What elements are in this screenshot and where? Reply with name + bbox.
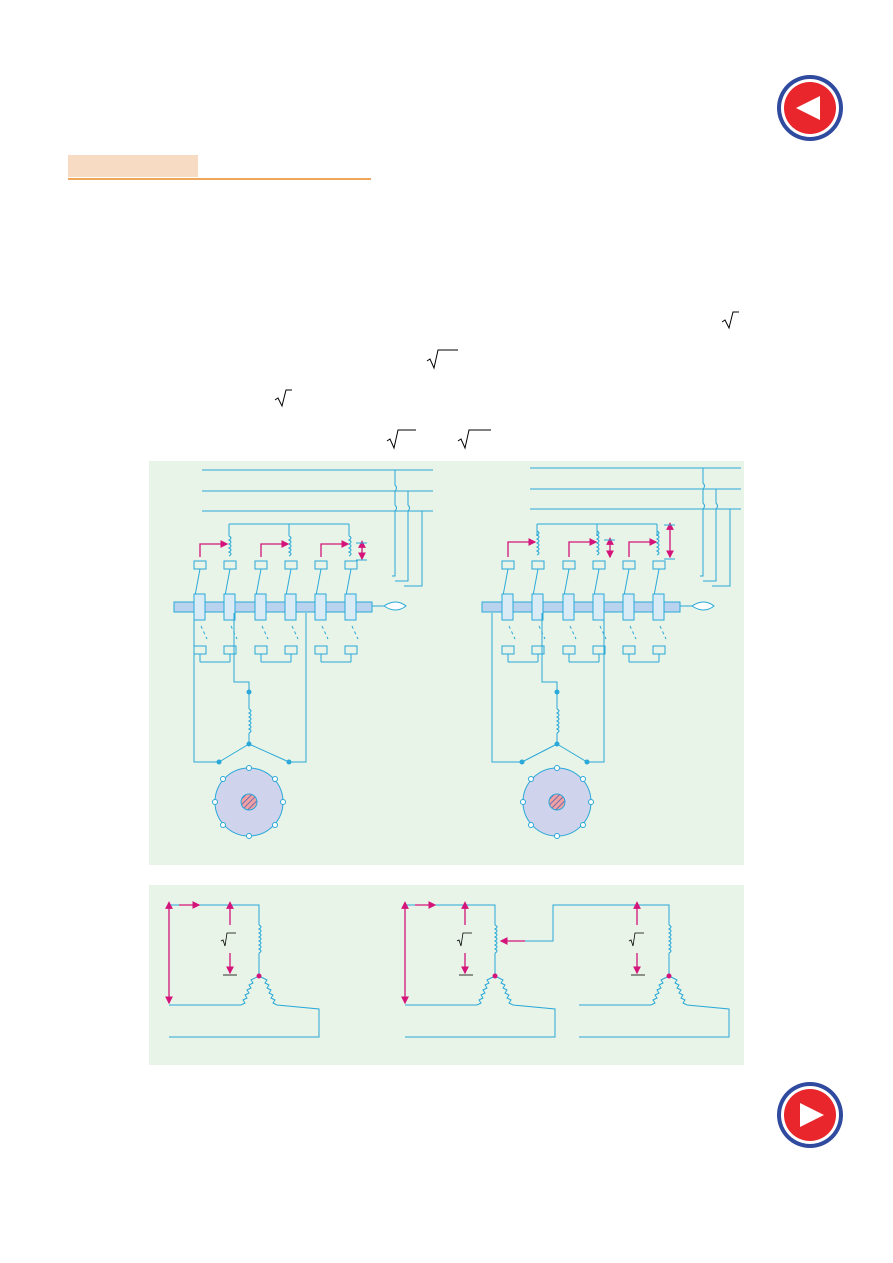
- section-heading-highlight: [68, 155, 198, 177]
- left-circuit: [193, 469, 433, 663]
- section-heading-rule: [68, 178, 371, 180]
- previous-page-button[interactable]: [776, 74, 844, 142]
- triangle-left-icon: [796, 96, 820, 120]
- square-root-sign: [386, 429, 416, 450]
- square-root-sign: [274, 389, 292, 408]
- square-root-sign: [426, 349, 458, 370]
- tap-changer-diagram: [173, 467, 741, 839]
- triangle-right-icon: [800, 1103, 824, 1127]
- star-connection-diagram: [165, 901, 730, 1038]
- square-root-sign: [721, 311, 739, 330]
- next-page-button[interactable]: [776, 1081, 844, 1149]
- star-connection-diagram-panel: [149, 885, 744, 1065]
- square-root-sign: [457, 429, 491, 450]
- motor-rotor-icon: [212, 765, 286, 839]
- tap-changer-diagram-panel: [149, 461, 744, 865]
- motor-rotor-icon: [520, 765, 594, 839]
